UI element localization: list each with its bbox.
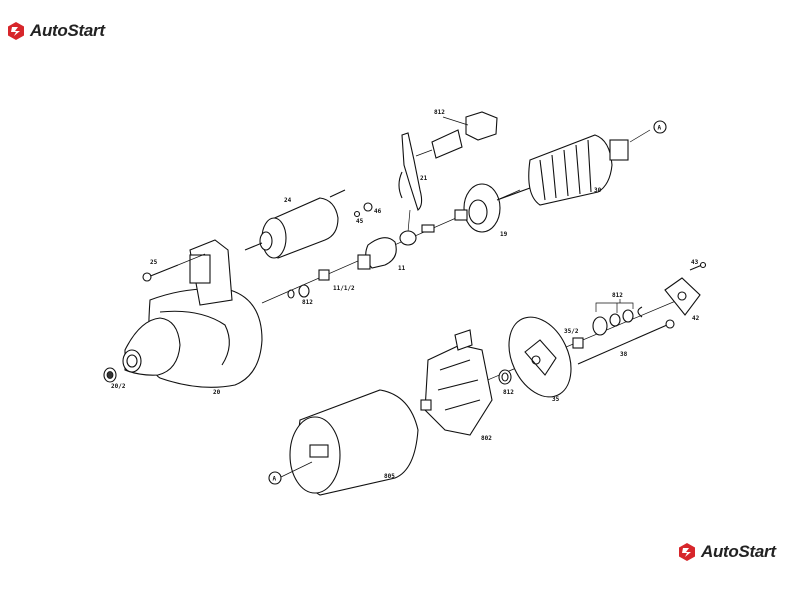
part-label-812-mid: 812 [302,299,313,306]
leader-a-bottom [280,461,313,478]
reference-marker-a-bottom [268,471,282,485]
part-label-812-right: 812 [612,292,623,299]
part-label-35-2: 35/2 [564,328,579,335]
nut-46 [363,202,373,212]
logo-text: AutoStart [701,542,776,561]
part-label-35: 35 [552,396,560,403]
part-label-25: 25 [150,259,158,266]
through-bolt-38 [577,319,675,365]
part-label-812-low: 812 [503,389,514,396]
commutator-end-shield-35 [508,316,572,398]
field-yoke-805 [289,389,419,496]
autostart-logo-icon [679,543,695,561]
bushing-20-2 [103,367,117,383]
ring-set-812-mid [287,284,310,299]
part-label-24: 24 [284,197,292,204]
autostart-logo-icon [8,22,24,40]
solenoid-24 [244,189,346,259]
part-label-42: 42 [692,315,700,322]
bushing-35-2 [572,337,584,349]
reference-label-a-top: A [658,125,662,132]
part-label-38: 38 [620,351,628,358]
autostart-logo-top: AutoStart [6,21,105,41]
drive-end-housing-20 [122,239,263,388]
seal-812-low [498,369,512,385]
part-label-11-1-2: 11/1/2 [333,285,355,292]
part-label-20: 20 [213,389,221,396]
screw-25 [142,253,206,282]
part-label-46: 46 [374,208,382,215]
pinion-drive-11 [357,224,435,270]
part-label-43: 43 [691,259,699,266]
part-label-802: 802 [481,435,492,442]
washer-set-812-right [592,299,643,336]
part-label-45: 45 [356,218,364,225]
part-label-30: 30 [594,187,602,194]
part-label-812-top: 812 [434,109,445,116]
armature-30 [496,129,651,206]
autostart-logo-bottom: AutoStart [677,542,776,562]
part-label-20-2: 20/2 [111,383,126,390]
washer-45 [353,210,361,218]
bracket-kit-812-top [415,111,498,159]
part-label-11: 11 [398,265,406,272]
screw-43 [689,261,707,271]
reference-marker-a-top [653,120,667,134]
brush-holder-802 [420,329,493,436]
end-cap-42 [664,277,701,316]
reference-label-a-bottom: A [273,476,277,483]
bushing-11-1-2 [318,269,330,281]
part-label-19: 19 [500,231,508,238]
logo-text: AutoStart [30,21,105,40]
engagement-lever-21 [398,132,423,233]
intermediate-bearing-19 [454,183,501,233]
part-label-21: 21 [420,175,428,182]
part-label-805: 805 [384,473,395,480]
